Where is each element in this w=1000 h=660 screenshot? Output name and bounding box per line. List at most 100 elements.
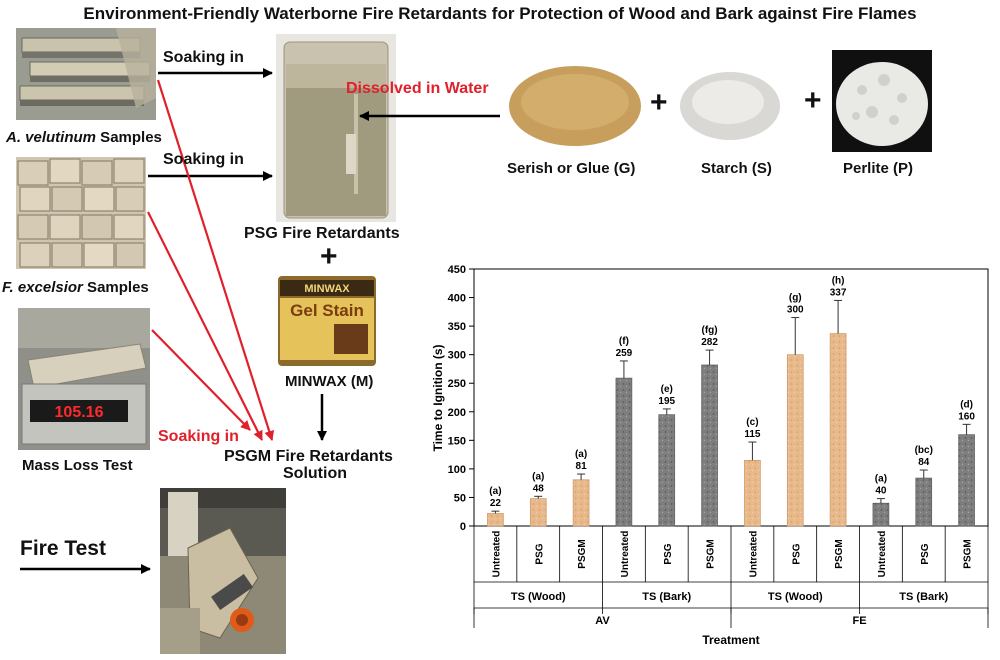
category-label: PSG bbox=[920, 543, 931, 564]
red-arrow-scale-to-psgm bbox=[151, 329, 251, 431]
significance-letter: (a) bbox=[489, 486, 501, 497]
bar bbox=[958, 434, 975, 527]
significance-letter: (a) bbox=[532, 471, 544, 482]
category-label: Untreated bbox=[491, 531, 502, 578]
y-tick-label: 250 bbox=[448, 378, 466, 390]
perlite-photo bbox=[832, 50, 932, 152]
bar bbox=[744, 460, 761, 527]
psgm-label-line1: PSGM Fire Retardants bbox=[224, 448, 393, 465]
can-brand: MINWAX bbox=[304, 283, 350, 295]
significance-letter: (c) bbox=[746, 417, 758, 428]
plot-frame bbox=[473, 268, 989, 527]
red-arrow-fe-to-psgm bbox=[147, 211, 263, 441]
significance-letter: (e) bbox=[661, 384, 673, 395]
x-axis-title: Treatment bbox=[702, 633, 759, 647]
mass-loss-scale-photo: 105.16 bbox=[18, 308, 150, 450]
plus-starch-perlite: + bbox=[804, 84, 822, 117]
category-label: PSGM bbox=[577, 539, 588, 568]
category-label: Untreated bbox=[620, 531, 631, 578]
value-label: 22 bbox=[490, 498, 502, 509]
value-label: 48 bbox=[533, 483, 545, 494]
bar bbox=[529, 498, 547, 527]
category-label: Untreated bbox=[877, 531, 888, 578]
value-label: 160 bbox=[958, 411, 975, 422]
y-axis-title: Time to Ignition (s) bbox=[431, 344, 445, 451]
fe-samples-suffix: Samples bbox=[82, 279, 149, 296]
y-tick-label: 50 bbox=[454, 492, 466, 504]
value-label: 259 bbox=[616, 348, 633, 359]
value-label: 300 bbox=[787, 305, 804, 316]
y-tick-label: 300 bbox=[448, 350, 466, 362]
value-label: 40 bbox=[875, 486, 887, 497]
red-arrow-av-to-psgm bbox=[156, 79, 275, 441]
y-tick-label: 400 bbox=[448, 293, 466, 305]
soaking-label-2: Soaking in bbox=[163, 151, 244, 168]
bar bbox=[487, 513, 504, 527]
plus-glue-starch: + bbox=[650, 86, 668, 119]
av-species-name: A. velutinum bbox=[6, 129, 97, 146]
y-tick-label: 100 bbox=[448, 464, 466, 476]
y-tick-label: 350 bbox=[448, 321, 466, 333]
psg-beaker-photo bbox=[276, 34, 396, 222]
perlite-label: Perlite (P) bbox=[843, 160, 914, 177]
av-samples-label: A. velutinum Samples bbox=[6, 129, 162, 146]
minwax-label: MINWAX (M) bbox=[285, 373, 374, 390]
psg-label: PSG Fire Retardants bbox=[244, 225, 400, 242]
fire-test-photo bbox=[160, 488, 286, 654]
significance-letter: (g) bbox=[789, 293, 802, 304]
species-label: AV bbox=[595, 615, 610, 627]
category-label: Untreated bbox=[748, 531, 759, 578]
significance-letter: (h) bbox=[832, 275, 845, 286]
group-label: TS (Wood) bbox=[768, 591, 823, 603]
significance-letter: (d) bbox=[960, 399, 973, 410]
glue-photo bbox=[506, 62, 644, 150]
fe-species-name: F. excelsior bbox=[2, 279, 83, 296]
y-tick-label: 0 bbox=[460, 521, 466, 533]
scale-readout: 105.16 bbox=[55, 404, 104, 421]
av-samples-suffix: Samples bbox=[96, 129, 162, 146]
fe-samples-label: F. excelsior Samples bbox=[2, 279, 149, 296]
soaking-red-label: Soaking in bbox=[158, 428, 239, 445]
group-label: TS (Bark) bbox=[642, 591, 691, 603]
value-label: 282 bbox=[701, 337, 718, 348]
significance-letter: (fg) bbox=[702, 325, 718, 336]
bar bbox=[572, 479, 590, 527]
fe-samples-photo bbox=[16, 157, 146, 269]
category-label: PSGM bbox=[706, 539, 717, 568]
bar bbox=[658, 414, 676, 527]
group-label: TS (Wood) bbox=[511, 591, 566, 603]
minwax-can-photo: MINWAX Gel Stain bbox=[274, 270, 380, 370]
value-label: 84 bbox=[918, 457, 930, 468]
psgm-label-line2: Solution bbox=[283, 465, 347, 482]
category-label: PSGM bbox=[834, 539, 845, 568]
bar bbox=[701, 364, 718, 527]
y-tick-label: 450 bbox=[448, 264, 466, 276]
value-label: 337 bbox=[830, 287, 847, 298]
group-label: TS (Bark) bbox=[899, 591, 948, 603]
significance-letter: (a) bbox=[575, 449, 587, 460]
species-label: FE bbox=[852, 615, 866, 627]
starch-photo bbox=[678, 66, 782, 144]
category-label: PSG bbox=[663, 543, 674, 564]
bar bbox=[615, 377, 633, 527]
category-label: PSG bbox=[791, 543, 802, 564]
glue-label: Serish or Glue (G) bbox=[507, 160, 636, 177]
bar bbox=[915, 477, 933, 527]
bar bbox=[829, 333, 847, 527]
significance-letter: (f) bbox=[619, 336, 629, 347]
av-samples-photo bbox=[16, 28, 156, 120]
category-label: PSG bbox=[534, 543, 545, 564]
significance-letter: (a) bbox=[875, 474, 887, 485]
figure-title: Environment-Friendly Waterborne Fire Ret… bbox=[83, 4, 917, 23]
bar bbox=[872, 502, 890, 527]
bar bbox=[786, 354, 804, 527]
value-label: 81 bbox=[576, 461, 588, 472]
mass-loss-label: Mass Loss Test bbox=[22, 457, 133, 474]
value-label: 115 bbox=[744, 429, 761, 440]
value-label: 195 bbox=[658, 396, 675, 407]
y-tick-label: 200 bbox=[448, 407, 466, 419]
can-product: Gel Stain bbox=[290, 301, 364, 320]
category-label: PSGM bbox=[963, 539, 974, 568]
